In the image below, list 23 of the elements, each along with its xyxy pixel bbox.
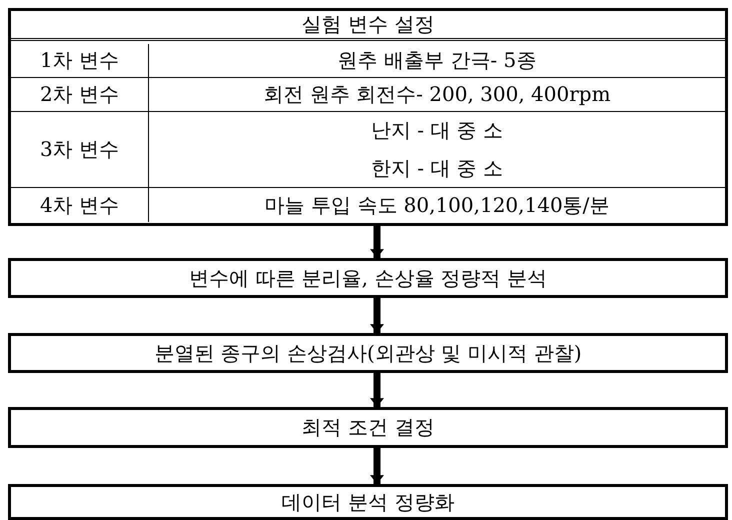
process-box (8, 407, 728, 448)
table-cell: 4차 변수 (11, 188, 149, 222)
table-cell: 1차 변수 (11, 44, 149, 78)
arrow (370, 448, 384, 484)
box-text: 데이터 분석 정량화 (280, 488, 456, 516)
box-text: 변수에 따른 분리율, 손상율 정량적 분석 (188, 264, 548, 292)
arrow (370, 226, 384, 258)
process-box (8, 484, 728, 520)
box-text: 분열된 종구의 손상검사(외관상 및 미시적 관찰) (153, 340, 583, 366)
table-cell: 회전 원추 회전수- 200, 300, 400rpm (149, 78, 725, 112)
table-cell: 2차 변수 (11, 78, 149, 112)
arrow (370, 373, 384, 407)
variable-table (8, 8, 728, 226)
table-title: 실험 변수 설정 (11, 11, 725, 41)
box-text: 최적 조건 결정 (300, 414, 436, 441)
process-box (8, 333, 728, 373)
table-cell: 원추 배출부 간극- 5종 (149, 44, 725, 78)
arrow (370, 298, 384, 333)
cell-text: 난지 - 대 중 소 (370, 117, 504, 144)
cell-text: 한지 - 대 중 소 (370, 154, 504, 182)
process-box (8, 258, 728, 298)
table-cell: 3차 변수 (11, 112, 149, 188)
table-cell-text: 마늘 투입 속도 80,100,120,140통/분 (264, 192, 610, 218)
